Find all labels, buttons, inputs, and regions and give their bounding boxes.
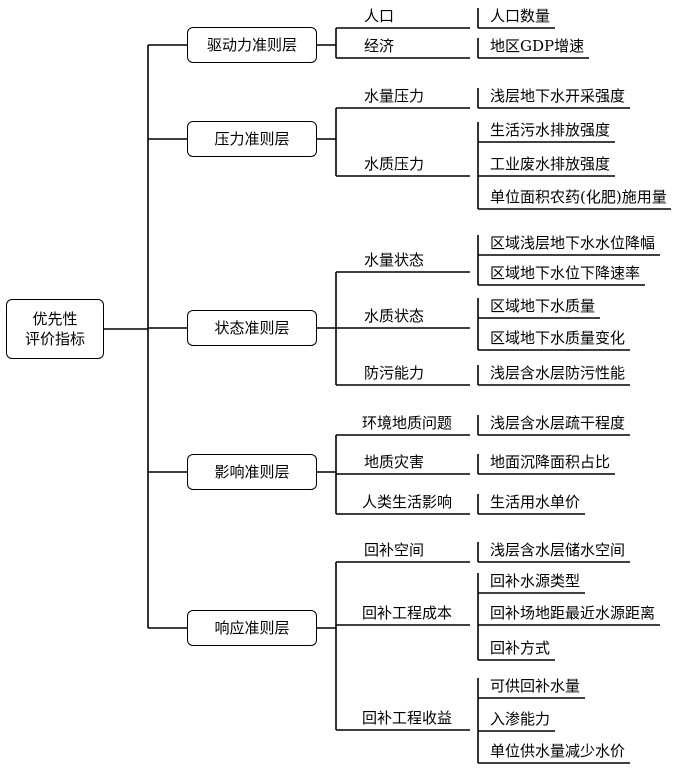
indicator-label: 区域地下水质量变化 <box>490 329 626 347</box>
factor-label: 地质灾害 <box>364 453 425 471</box>
factor-label: 回补工程成本 <box>362 604 453 622</box>
factor-label: 水量状态 <box>364 251 425 269</box>
layer-node: 压力准则层 <box>187 121 317 157</box>
factor-label: 水质状态 <box>364 307 425 325</box>
indicator-label: 浅层地下水开采强度 <box>490 87 626 105</box>
root-node: 优先性 评价指标 <box>6 299 104 359</box>
indicator-label: 单位供水量减少水价 <box>490 742 626 760</box>
indicator-label: 浅层含水层防污性能 <box>490 364 626 382</box>
factor-label: 水量压力 <box>364 87 425 105</box>
indicator-label: 生活用水单价 <box>490 493 581 511</box>
factor-label: 人类生活影响 <box>362 493 453 511</box>
indicator-label: 区域浅层地下水水位降幅 <box>490 234 656 252</box>
layer-node: 状态准则层 <box>187 310 317 346</box>
factor-label: 回补空间 <box>364 541 425 559</box>
factor-label: 环境地质问题 <box>362 414 453 432</box>
indicator-label: 地区GDP增速 <box>490 37 585 55</box>
indicator-label: 工业废水排放强度 <box>490 155 611 173</box>
indicator-label: 人口数量 <box>490 7 551 25</box>
indicator-label: 浅层含水层储水空间 <box>490 541 626 559</box>
layer-node: 驱动力准则层 <box>187 27 317 63</box>
indicator-label: 浅层含水层疏干程度 <box>490 414 626 432</box>
layer-node: 响应准则层 <box>187 610 317 646</box>
indicator-label: 可供回补水量 <box>490 677 581 695</box>
layer-node: 影响准则层 <box>187 454 317 490</box>
factor-label: 防污能力 <box>364 364 425 382</box>
indicator-label: 生活污水排放强度 <box>490 121 611 139</box>
root-label-line2: 评价指标 <box>24 330 85 348</box>
indicator-label: 地面沉降面积占比 <box>490 453 611 471</box>
factor-label: 经济 <box>364 37 395 55</box>
indicator-label: 单位面积农药(化肥)施用量 <box>490 188 667 206</box>
indicator-label: 回补方式 <box>490 639 551 657</box>
indicator-label: 入渗能力 <box>490 710 551 728</box>
indicator-label: 回补场地距最近水源距离 <box>490 604 656 622</box>
factor-label: 水质压力 <box>364 155 425 173</box>
indicator-label: 区域地下水位下降速率 <box>490 264 641 282</box>
indicator-label: 区域地下水质量 <box>490 297 596 315</box>
root-label-line1: 优先性 <box>32 310 78 328</box>
indicator-label: 回补水源类型 <box>490 572 581 590</box>
factor-label: 人口 <box>364 7 395 25</box>
factor-label: 回补工程收益 <box>362 709 453 727</box>
